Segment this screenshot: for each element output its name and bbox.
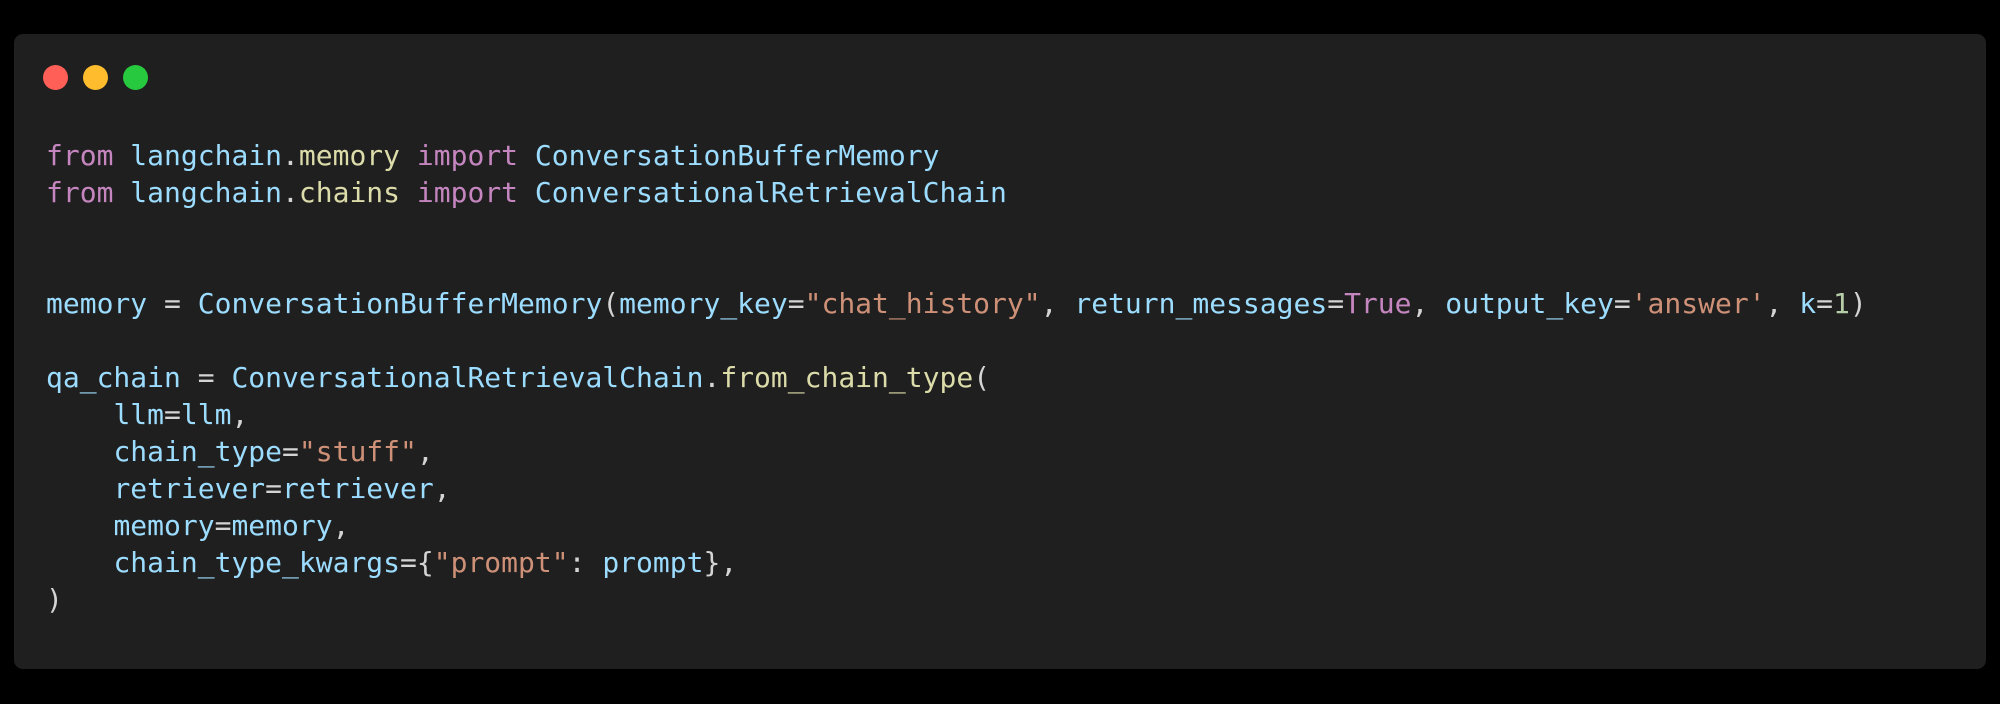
code-token: = [180,361,232,394]
code-window: from langchain.memory import Conversatio… [14,34,1986,669]
code-token [113,176,130,209]
code-token: memory [231,509,333,542]
code-token: memory [46,287,148,320]
code-token: , [1411,287,1446,320]
code-token: ConversationBufferMemory [197,287,603,320]
code-token: "prompt" [433,546,569,579]
code-token [400,176,417,209]
code-token: = [147,287,198,320]
code-token [46,398,113,431]
code-token: ConversationalRetrievalChain [231,361,704,394]
code-token: , [332,509,350,542]
code-token: import [416,176,519,209]
code-token: . [282,139,299,172]
code-line: qa_chain = ConversationalRetrievalChain.… [46,359,1867,396]
code-line: retriever=retriever, [46,470,1867,507]
code-token: , [433,472,451,505]
code-token [46,509,113,542]
code-token: "chat_history" [804,287,1041,320]
code-token: from [46,139,114,172]
code-token [518,139,535,172]
code-token: , [231,398,249,431]
code-token: k [1799,287,1817,320]
code-line: chain_type_kwargs={"prompt": prompt}, [46,544,1867,581]
code-token: . [703,361,721,394]
code-token [46,546,113,579]
code-token: output_key [1445,287,1614,320]
code-token: memory_key [619,287,788,320]
code-token: langchain [130,139,283,172]
code-token: , [720,546,738,579]
code-block: from langchain.memory import Conversatio… [46,137,1867,618]
code-token: = [1613,287,1631,320]
close-dot-icon [43,65,68,90]
code-token: qa_chain [46,361,181,394]
code-token [113,139,130,172]
code-token: prompt [602,546,704,579]
code-token: . [282,176,299,209]
code-token: import [416,139,519,172]
code-token: "stuff" [298,435,417,468]
code-token: = [164,398,181,431]
code-token: ConversationBufferMemory [534,139,940,172]
code-token: langchain [130,176,283,209]
code-token [400,139,417,172]
code-token: 1 [1832,287,1850,320]
code-token: ConversationalRetrievalChain [534,176,1007,209]
code-token: } [703,546,721,579]
code-token: { [416,546,434,579]
code-token: = [1816,287,1833,320]
code-token: 'answer' [1630,287,1766,320]
code-token: llm [180,398,232,431]
code-token: = [787,287,805,320]
code-line [46,322,1867,359]
code-token: , [1040,287,1075,320]
code-token: chain_type_kwargs [113,546,401,579]
code-token [46,435,113,468]
code-line: from langchain.chains import Conversatio… [46,174,1867,211]
code-token: chain_type [113,435,283,468]
code-token: , [1765,287,1800,320]
code-token: retriever [282,472,434,505]
code-line: memory=memory, [46,507,1867,544]
code-token: chains [298,176,401,209]
code-token: = [214,509,232,542]
code-token: ( [602,287,620,320]
code-line [46,211,1867,248]
code-token: : [568,546,603,579]
code-token: = [265,472,283,505]
code-token [518,176,535,209]
code-token: , [416,435,434,468]
code-token: llm [113,398,165,431]
code-token: = [282,435,299,468]
code-token [46,472,113,505]
code-token: ) [46,583,63,616]
code-token: True [1344,287,1412,320]
code-token: ( [973,361,991,394]
code-line: ) [46,581,1867,618]
maximize-dot-icon [123,65,148,90]
code-line [46,248,1867,285]
code-token: = [400,546,417,579]
code-token: memory [298,139,401,172]
code-token: memory [113,509,215,542]
code-token: = [1327,287,1345,320]
code-token: from_chain_type [720,361,974,394]
minimize-dot-icon [83,65,108,90]
code-token: ) [1849,287,1867,320]
code-token: return_messages [1074,287,1328,320]
code-line: from langchain.memory import Conversatio… [46,137,1867,174]
code-token: retriever [113,472,266,505]
code-token: from [46,176,114,209]
code-line: llm=llm, [46,396,1867,433]
code-line: chain_type="stuff", [46,433,1867,470]
code-line: memory = ConversationBufferMemory(memory… [46,285,1867,322]
